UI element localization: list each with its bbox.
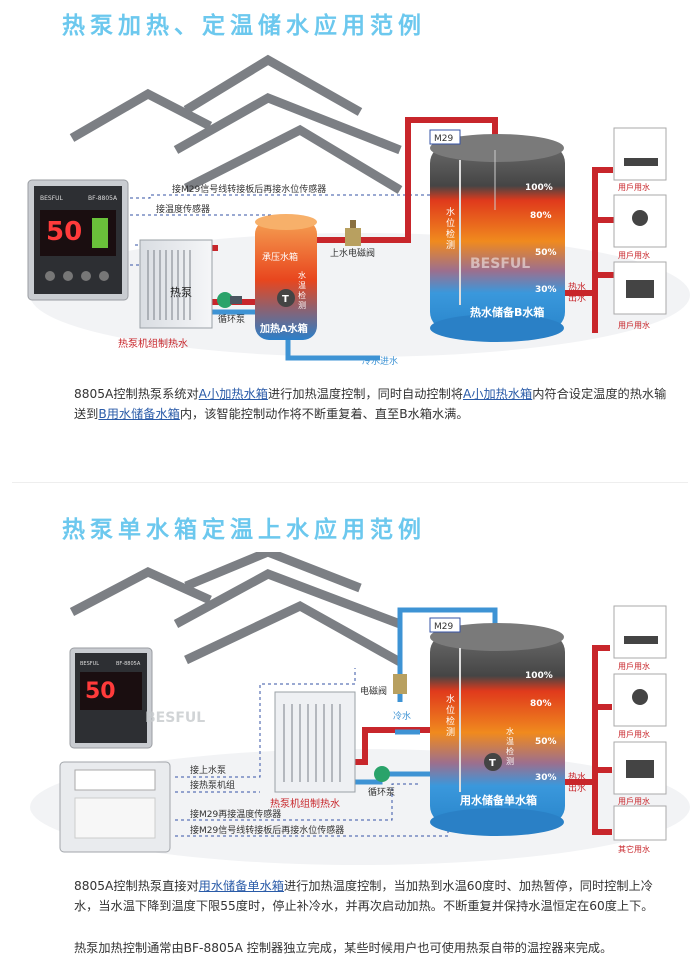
circ-pump-label-2: 循环泵 [368, 786, 395, 798]
cold-label-2: 冷水 [393, 710, 411, 722]
heat-pump-label: 热泵 [170, 286, 192, 299]
house-outline-2 [69, 552, 403, 666]
controller-1-display: 50 [46, 217, 82, 247]
level-detect-label-1: 水位检测 [446, 206, 455, 251]
temp-sensor-label-1: 接温度传感器 [156, 203, 210, 215]
level-30-1: 30% [535, 285, 557, 295]
caption-2-note: 热泵加热控制通常由BF-8805A 控制器独立完成，某些时候用户也可使用热泵自带… [74, 941, 613, 955]
cold-in-label: 冷水进水 [362, 355, 398, 367]
section1-title: 热泵加热、定温储水应用范例 [62, 13, 426, 39]
watermark-2: BESFUL [145, 710, 205, 726]
controller-1-brand: BESFUL [40, 195, 64, 202]
level-80-2: 80% [530, 699, 552, 709]
level-30-2: 30% [535, 773, 557, 783]
solenoid-valve-1 [345, 220, 361, 246]
solenoid-label-2: 电磁阀 [360, 685, 387, 697]
tank-a-name: 加热A水箱 [259, 322, 308, 335]
signal-wires-2 [175, 642, 449, 837]
level-50-2: 50% [535, 737, 557, 747]
controller-2-brand: BESFUL [80, 661, 99, 667]
cold-pipes-2 [395, 607, 498, 735]
m29-label-1: M29 [434, 134, 453, 144]
m29-wire-label-1: 接M29信号线转接板后再接水位传感器 [172, 183, 326, 195]
tank-b [430, 134, 565, 342]
m29-label-2: M29 [434, 622, 453, 632]
controller-2-display: 50 [85, 679, 116, 704]
conn-unit-label: 接热泵机组 [190, 779, 235, 791]
conn-pump-label: 接上水泵 [190, 764, 226, 776]
level-100-1: 100% [525, 183, 553, 193]
temp-detect-label-2: 水温检测 [506, 726, 514, 766]
watermark-1: BESFUL [470, 256, 530, 272]
caption-1: 8805A控制热泵系统对A小加热水箱进行加热温度控制，同时自动控制将A小加热水箱… [74, 387, 667, 421]
m29-temp-label: 接M29再接温度传感器 [190, 808, 281, 820]
caption-2: 8805A控制热泵直接对用水储备单水箱进行加热温度控制，当加热到水温60度时、加… [74, 879, 654, 913]
fixtures-1 [613, 127, 667, 315]
m29-wire-label-2: 接M29信号线转接板后再接水位传感器 [190, 824, 344, 836]
tank-b-name: 热水储备B水箱 [470, 305, 544, 319]
tank-a: T [255, 214, 317, 340]
circ-pump-1 [217, 292, 242, 308]
tank-a-top-label: 承压水箱 [262, 251, 298, 263]
heat-pump-group-label-1: 热泵机组制热水 [118, 337, 188, 350]
section2-title: 热泵单水箱定温上水应用范例 [62, 517, 426, 543]
heat-pump-2 [274, 691, 356, 793]
diagram-1: 50 BESFUL BF-8805A 热泵 热泵机组制热水 循环泵 [27, 54, 690, 367]
fixtures-2 [613, 605, 667, 841]
heat-pump-1: 热泵 [139, 239, 213, 329]
user-water-2a: 用戶用水 [618, 661, 650, 671]
hot-out-label-2: 热水出水 [568, 771, 586, 794]
tank-a-temp-label: 水温检测 [298, 270, 319, 310]
other-water-2: 其它用水 [618, 844, 650, 854]
controller-1: 50 BESFUL BF-8805A [27, 179, 129, 301]
transfer-board [59, 761, 171, 853]
user-water-1c: 用戶用水 [618, 320, 650, 330]
svg-text:T: T [489, 758, 496, 769]
svg-text:T: T [282, 294, 289, 305]
level-80-1: 80% [530, 211, 552, 221]
user-water-1b: 用戶用水 [618, 250, 650, 260]
hot-out-label-1: 热水出水 [568, 281, 586, 304]
level-detect-label-2: 水位检测 [446, 693, 455, 738]
circ-pump-label-1: 循环泵 [218, 313, 245, 325]
single-tank: T [430, 623, 565, 836]
level-50-1: 50% [535, 248, 557, 258]
circ-pump-2 [374, 766, 390, 782]
solenoid-label-1: 上水电磁阀 [330, 247, 375, 259]
user-water-2c: 用戶用水 [618, 796, 650, 806]
controller-2: 50 BESFUL BF-8805A [69, 647, 153, 749]
controller-2-model: BF-8805A [116, 661, 141, 667]
user-water-2b: 用戶用水 [618, 729, 650, 739]
solenoid-valve-2 [393, 674, 407, 694]
diagram-2: 50 BESFUL BF-8805A 热泵机组制热水 循环泵 [30, 552, 690, 865]
single-tank-name: 用水储备单水箱 [460, 793, 537, 807]
house-outline [69, 54, 403, 194]
heat-pump-group-label-2: 热泵机组制热水 [270, 797, 340, 810]
level-100-2: 100% [525, 671, 553, 681]
controller-1-model: BF-8805A [88, 195, 118, 202]
section-divider [12, 482, 688, 483]
user-water-1a: 用戶用水 [618, 182, 650, 192]
